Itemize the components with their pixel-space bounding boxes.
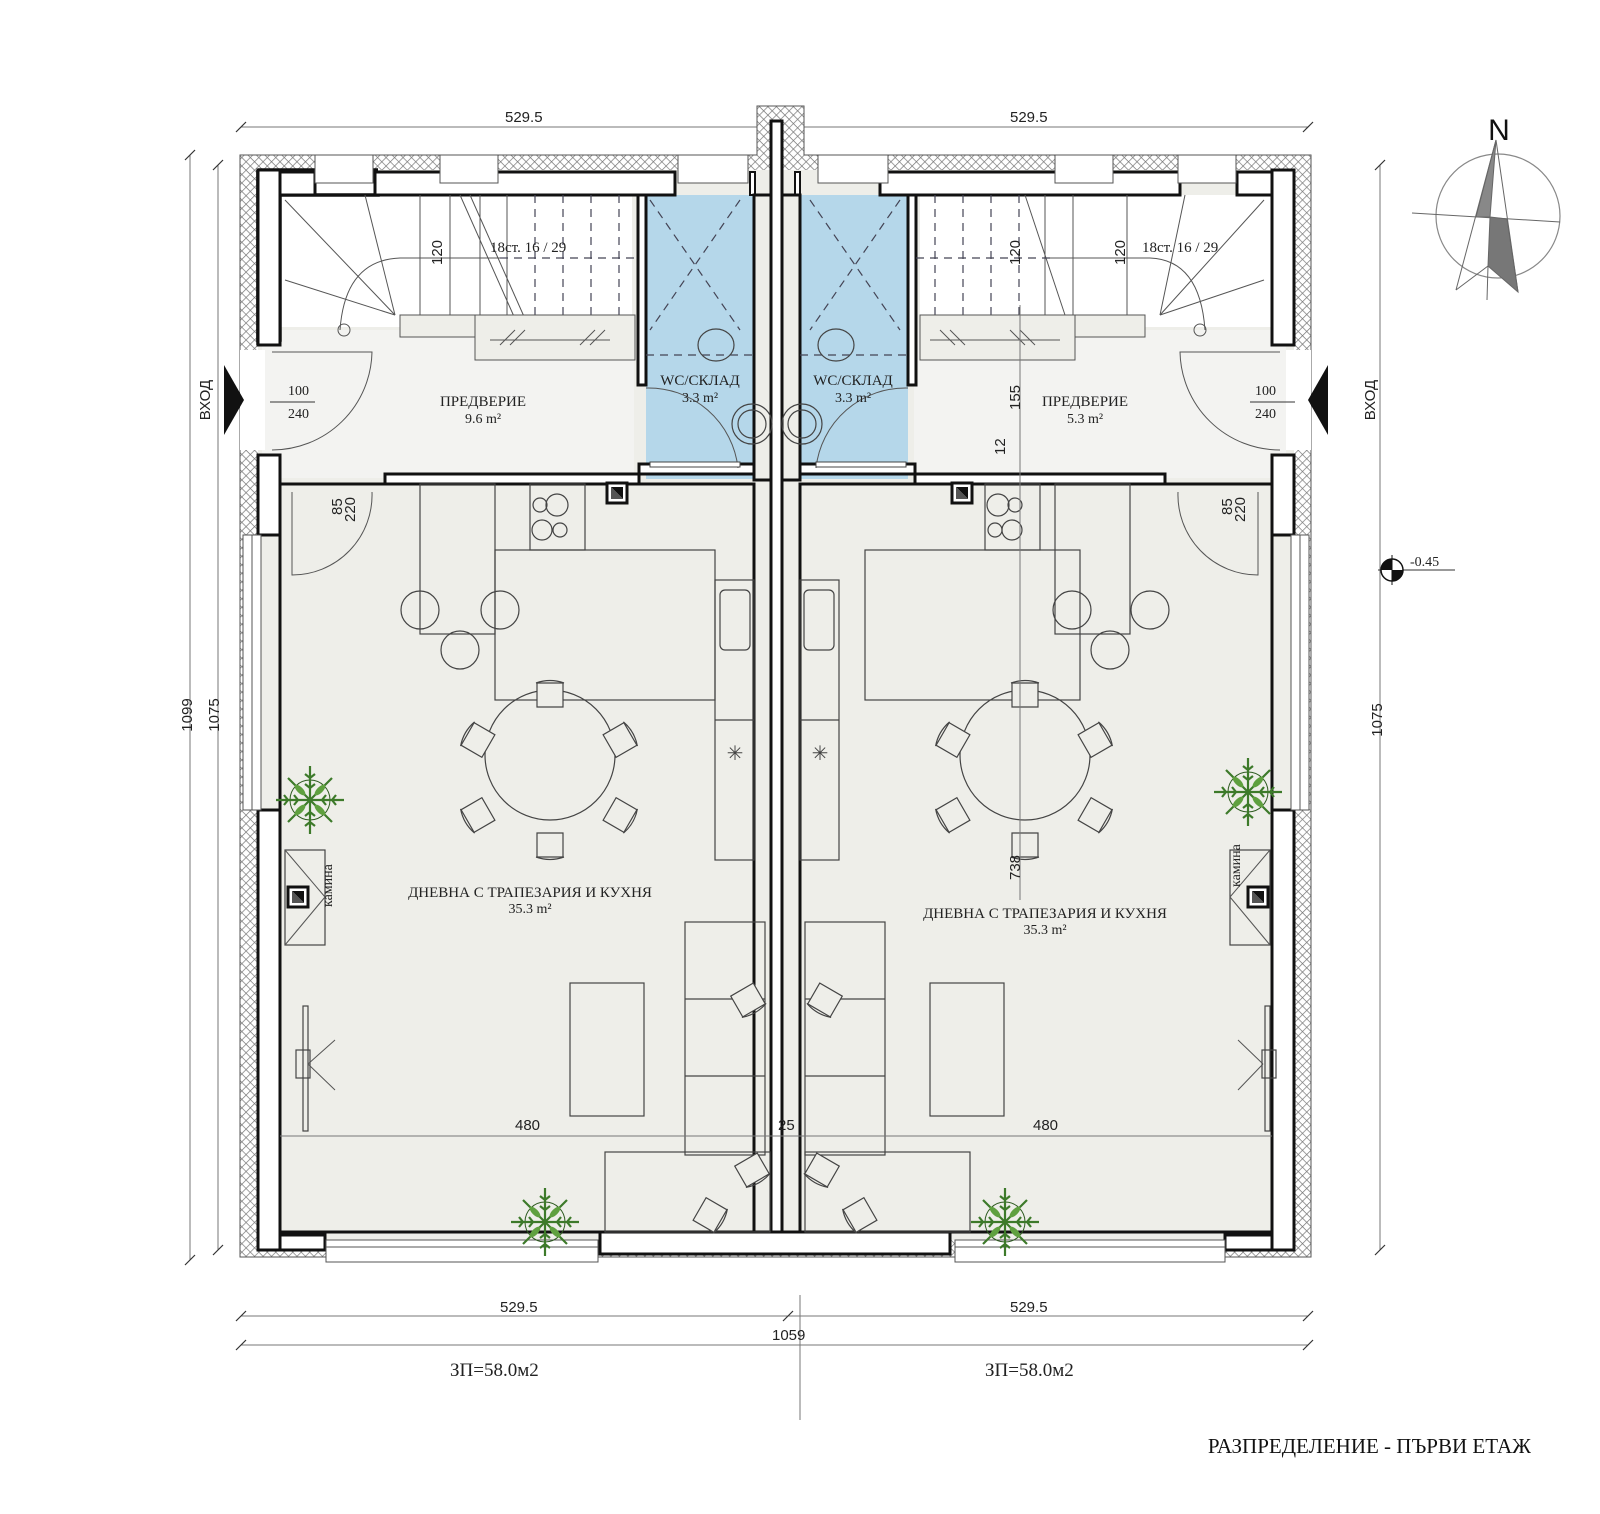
entrance-arrow-right-icon — [1308, 365, 1328, 435]
north-label: N — [1488, 114, 1510, 147]
entrance-arrow-left-icon — [224, 365, 244, 435]
room-name-living-right: ДНЕВНА С ТРАПЕЗАРИЯ И КУХНЯ — [923, 906, 1167, 922]
entrance-door-height-right: 240 — [1255, 407, 1276, 422]
north-arrow-icon: N — [1411, 114, 1561, 301]
room-area-wc-left: 3.3 m² — [682, 391, 718, 406]
entrance-label-right: ВХОД — [1362, 380, 1379, 420]
cooktop-icon: ✳ — [812, 743, 829, 765]
room-area-living-right: 35.3 m² — [1023, 923, 1066, 938]
dim-stair-right-a: 120 — [1007, 240, 1024, 265]
dim-hall-depth: 155 — [1007, 385, 1024, 410]
footprint-left: ЗП=58.0м2 — [450, 1360, 539, 1381]
entrance-door-width-right: 100 — [1255, 384, 1276, 399]
stairs-right: 120 120 18ст. 16 / 29 — [915, 194, 1265, 361]
furniture-left: ✳ камина — [274, 481, 772, 1258]
room-labels: ПРЕДВЕРИЕ 9.6 m² WC/СКЛАД 3.3 m² ДНЕВНА … — [197, 373, 1379, 938]
side-dimensions: 1099 1075 1075 — [179, 149, 1386, 1266]
fireplace-label-right: камина — [1229, 843, 1244, 887]
dim-left-height: 1075 — [206, 698, 223, 731]
dim-living-right: 480 — [1033, 1117, 1058, 1134]
dim-dining-depth: 738 — [1007, 855, 1024, 880]
dim-stair-right-b: 120 — [1112, 240, 1129, 265]
dimension-bottom: 529.5 529.5 1059 ЗП=58.0м2 ЗП=58.0м2 — [235, 1295, 1314, 1420]
entrance-door-width-left: 100 — [288, 384, 309, 399]
room-name-hall-left: ПРЕДВЕРИЕ — [440, 394, 526, 410]
drawing-title: РАЗПРЕДЕЛЕНИЕ - ПЪРВИ ЕТАЖ — [1208, 1434, 1531, 1458]
dim-bottom-right: 529.5 — [1010, 1299, 1048, 1316]
dim-living-left: 480 — [515, 1117, 540, 1134]
level-mark-label: -0.45 — [1410, 555, 1439, 570]
level-mark-icon: -0.45 — [1378, 555, 1455, 585]
interior-door-width-right: 85 — [1219, 498, 1236, 515]
entrance-doors — [224, 351, 1328, 576]
interior-door-height-left: 220 — [342, 497, 359, 522]
room-name-living-left: ДНЕВНА С ТРАПЕЗАРИЯ И КУХНЯ — [408, 885, 652, 901]
footprint-right: ЗП=58.0м2 — [985, 1360, 1074, 1381]
room-area-living-left: 35.3 m² — [508, 902, 551, 917]
stairs-left: 120 18ст. 16 / 29 — [284, 194, 640, 361]
dim-overall-width: 1059 — [772, 1327, 805, 1344]
room-area-hall-right: 5.3 m² — [1067, 412, 1103, 427]
dim-party-wall: 25 — [778, 1117, 795, 1134]
dim-bottom-left: 529.5 — [500, 1299, 538, 1316]
dim-stair-left: 120 — [429, 240, 446, 265]
interior-door-width-left: 85 — [329, 498, 346, 515]
stairs-label-left: 18ст. 16 / 29 — [490, 240, 566, 256]
cooktop-icon: ✳ — [727, 743, 744, 765]
wc-fixtures — [645, 199, 909, 469]
room-area-wc-right: 3.3 m² — [835, 391, 871, 406]
dim-right-height: 1075 — [1369, 703, 1386, 736]
room-area-hall-left: 9.6 m² — [465, 412, 501, 427]
fireplace-label-left: камина — [321, 863, 336, 907]
furniture-right: ✳ камина — [799, 481, 1284, 1258]
dim-top-left: 529.5 — [505, 109, 543, 126]
stairs-label-right: 18ст. 16 / 29 — [1142, 240, 1218, 256]
room-name-wc-right: WC/СКЛАД — [813, 373, 893, 389]
internal-dimensions: 155 12 738 480 480 25 100 240 100 240 85… — [270, 305, 1295, 1137]
room-name-wc-left: WC/СКЛАД — [660, 373, 740, 389]
entrance-label-left: ВХОД — [197, 380, 214, 420]
exterior-walls — [239, 105, 1312, 1263]
entrance-door-height-left: 240 — [288, 407, 309, 422]
room-name-hall-right: ПРЕДВЕРИЕ — [1042, 394, 1128, 410]
dim-wall-thickness: 12 — [992, 438, 1009, 455]
dim-top-right: 529.5 — [1010, 109, 1048, 126]
interior-door-height-right: 220 — [1232, 497, 1249, 522]
dim-overall-height: 1099 — [179, 698, 196, 731]
